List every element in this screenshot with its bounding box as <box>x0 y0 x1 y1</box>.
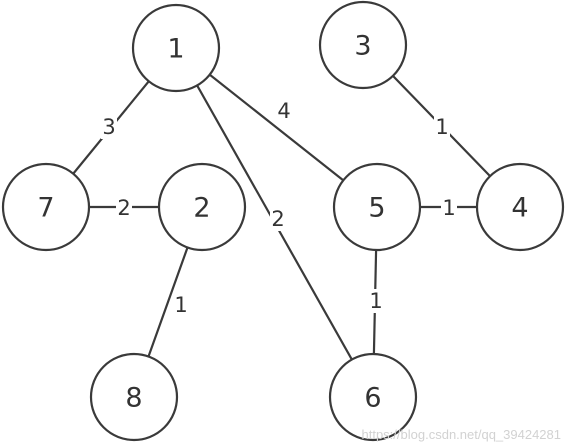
edge-weight-bg-3-4 <box>434 115 450 139</box>
node-6: 6 <box>328 352 418 442</box>
edge-weight-bg-2-8 <box>173 293 189 317</box>
node-label-8: 8 <box>125 383 142 414</box>
node-circle-4 <box>475 162 565 252</box>
node-8: 8 <box>89 352 179 442</box>
node-label-6: 6 <box>364 383 381 414</box>
node-3: 3 <box>318 0 408 90</box>
edge-weight-bg-7-2 <box>116 196 132 220</box>
nodes-layer: 1 2 3 4 5 6 7 8 <box>1 0 565 442</box>
edge-weights-layer: 3 4 2 2 1 1 1 1 <box>101 99 457 317</box>
edge-weight-1-6: 2 <box>271 207 284 231</box>
edge-weight-bg-1-6 <box>270 207 286 231</box>
node-circle-3 <box>318 0 408 90</box>
node-label-5: 5 <box>368 193 385 224</box>
node-label-3: 3 <box>354 31 371 62</box>
edge-weight-5-6: 1 <box>369 289 382 313</box>
node-5: 5 <box>332 162 422 252</box>
edge-weight-2-8: 1 <box>174 293 187 317</box>
node-circle-7 <box>1 162 91 252</box>
node-label-4: 4 <box>511 193 528 224</box>
node-1: 1 <box>131 3 221 93</box>
edge-weight-bg-1-7 <box>101 115 117 139</box>
edge-weight-1-5: 4 <box>277 99 290 123</box>
node-7: 7 <box>1 162 91 252</box>
edge-weight-3-4: 1 <box>435 115 448 139</box>
node-2: 2 <box>157 162 247 252</box>
node-4: 4 <box>475 162 565 252</box>
node-circle-2 <box>157 162 247 252</box>
edge-weight-bg-5-6 <box>368 289 384 313</box>
node-circle-8 <box>89 352 179 442</box>
edge-weight-bg-1-5 <box>276 99 292 123</box>
edge-weight-5-4: 1 <box>442 196 455 220</box>
node-circle-1 <box>131 3 221 93</box>
edge-weight-7-2: 2 <box>117 196 130 220</box>
edge-weight-1-7: 3 <box>102 115 115 139</box>
node-label-1: 1 <box>167 34 184 65</box>
node-label-7: 7 <box>37 193 54 224</box>
watermark-text: https://blog.csdn.net/qq_39424281 <box>361 427 562 442</box>
edge-weight-bg-5-4 <box>441 196 457 220</box>
node-circle-5 <box>332 162 422 252</box>
node-circle-6 <box>328 352 418 442</box>
node-label-2: 2 <box>193 193 210 224</box>
